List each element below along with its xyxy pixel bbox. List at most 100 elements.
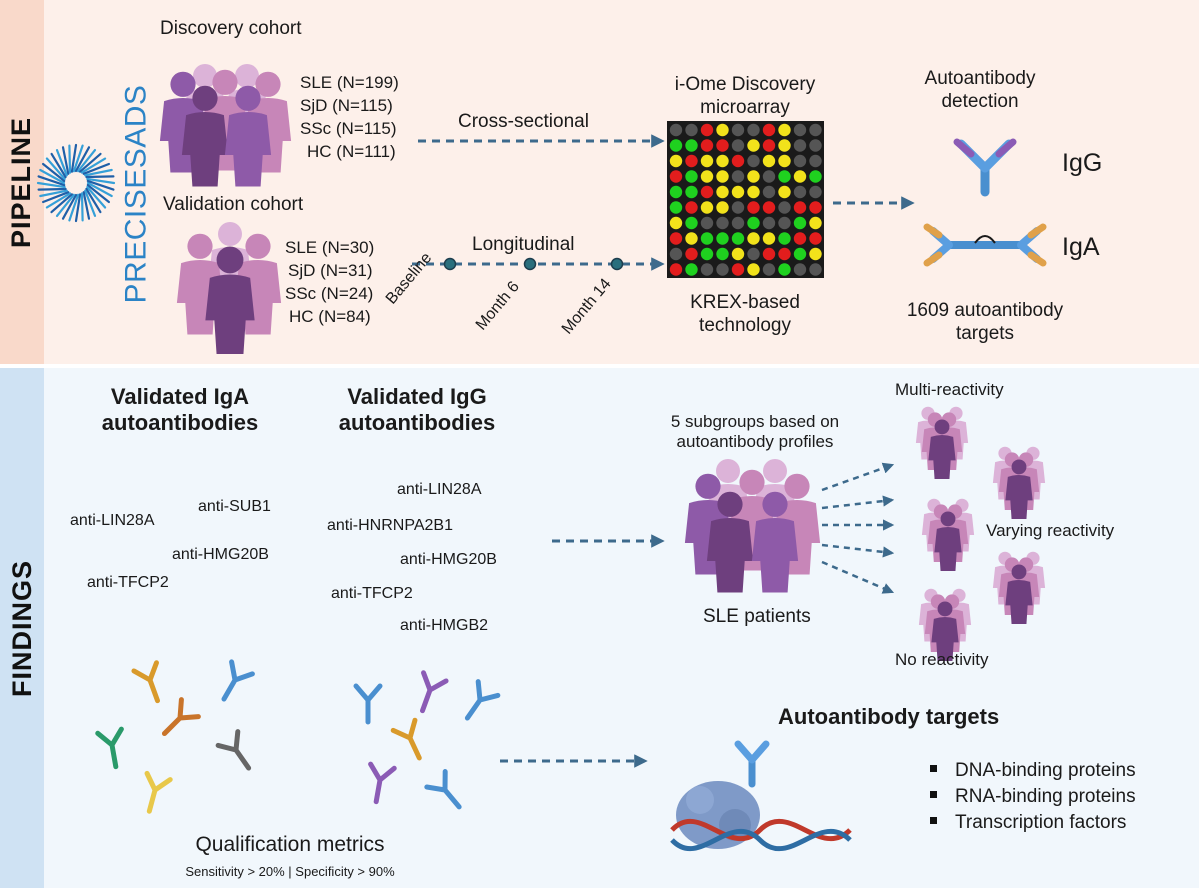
microarray-spot xyxy=(700,139,714,152)
microarray-spot xyxy=(716,170,729,183)
microarray-spot xyxy=(793,201,807,214)
microarray-spot xyxy=(700,216,714,230)
microarray-spot xyxy=(762,154,776,168)
target-item-dna: DNA-binding proteins xyxy=(930,760,1136,782)
microarray-spot xyxy=(747,154,760,168)
validation-group-sle: SLE (N=30) xyxy=(285,238,375,257)
iga-antibody-icon xyxy=(923,223,1047,267)
microarray-spot xyxy=(700,201,714,214)
cross-sectional-label: Cross-sectional xyxy=(458,111,589,132)
no-reactivity-label: No reactivity xyxy=(895,650,989,669)
microarray-spot xyxy=(731,185,745,199)
microarray-spot xyxy=(762,123,776,137)
microarray-spot xyxy=(716,247,729,261)
qualification-detail: Sensitivity > 20% | Specificity > 90% xyxy=(185,864,395,879)
microarray-spot xyxy=(669,123,683,137)
validation-group-ssc: SSc (N=24) xyxy=(285,284,374,303)
microarray-caption: KREX-based technology xyxy=(690,292,800,336)
microarray-spot xyxy=(809,201,822,214)
microarray-spot xyxy=(809,263,822,276)
microarray-spot xyxy=(716,123,729,137)
target-item-rna: RNA-binding proteins xyxy=(930,786,1136,808)
microarray-spot xyxy=(809,170,822,183)
discovery-cohort-title: Discovery cohort xyxy=(160,18,302,39)
discovery-group-sjd: SjD (N=115) xyxy=(300,96,393,115)
microarray-spot xyxy=(716,185,729,199)
discovery-group-ssc: SSc (N=115) xyxy=(300,119,397,138)
microarray-spot xyxy=(809,139,822,152)
discovery-group-sle: SLE (N=199) xyxy=(300,73,399,92)
validation-cohort-title: Validation cohort xyxy=(163,194,304,215)
iga-item: anti-LIN28A xyxy=(70,512,155,529)
microarray-spot xyxy=(685,232,698,245)
microarray-spot xyxy=(747,170,760,183)
microarray-spot xyxy=(809,123,822,137)
igg-item: anti-LIN28A xyxy=(397,481,482,498)
microarray-spot xyxy=(685,123,698,137)
microarray-spot xyxy=(809,216,822,230)
microarray-spot xyxy=(809,247,822,261)
microarray-spot xyxy=(700,232,714,245)
discovery-people-icon xyxy=(159,64,292,187)
microarray-spot xyxy=(778,185,791,199)
microarray-spot xyxy=(762,185,776,199)
igg-antibody-icon xyxy=(953,138,1017,197)
microarray-spot xyxy=(747,139,760,152)
validation-group-sjd: SjD (N=31) xyxy=(288,261,373,280)
microarray-spot xyxy=(669,185,683,199)
autoantibody-targets-title: Autoantibody targets xyxy=(778,704,1000,729)
target-item-tf: Transcription factors xyxy=(930,812,1126,834)
microarray-spot xyxy=(762,201,776,214)
microarray-spot xyxy=(669,232,683,245)
microarray-spot xyxy=(793,123,807,137)
microarray-spot xyxy=(685,170,698,183)
iga-item: anti-SUB1 xyxy=(198,498,271,515)
subgroup-1-icon xyxy=(916,407,968,479)
microarray-dots xyxy=(669,123,822,276)
microarray-spot xyxy=(778,123,791,137)
microarray-spot xyxy=(809,232,822,245)
discovery-group-hc: HC (N=111) xyxy=(307,142,396,161)
validation-people-icon xyxy=(176,222,282,354)
microarray-spot xyxy=(762,263,776,276)
microarray-spot xyxy=(778,139,791,152)
microarray-spot xyxy=(685,154,698,168)
month14-marker xyxy=(610,257,624,271)
microarray-spot xyxy=(778,201,791,214)
microarray-spot xyxy=(685,216,698,230)
microarray-spot xyxy=(716,232,729,245)
igg-item: anti-HNRNPA2B1 xyxy=(327,517,453,534)
microarray-spot xyxy=(685,201,698,214)
microarray-spot xyxy=(747,123,760,137)
multi-reactivity-label: Multi-reactivity xyxy=(895,380,1004,399)
microarray-spot xyxy=(685,185,698,199)
microarray-spot xyxy=(809,154,822,168)
microarray-spot xyxy=(762,232,776,245)
microarray-spot xyxy=(731,170,745,183)
microarray-spot xyxy=(793,170,807,183)
microarray-spot xyxy=(731,139,745,152)
microarray-spot xyxy=(731,123,745,137)
month6-marker xyxy=(523,257,537,271)
microarray-spot xyxy=(778,216,791,230)
microarray-spot xyxy=(762,216,776,230)
igg-item: anti-TFCP2 xyxy=(331,585,413,602)
microarray-spot xyxy=(793,216,807,230)
microarray-spot xyxy=(685,247,698,261)
subgroup-arrows xyxy=(821,462,895,594)
microarray-spot xyxy=(747,216,760,230)
microarray-spot xyxy=(747,232,760,245)
microarray-spot xyxy=(700,123,714,137)
targets-caption: 1609 autoantibody targets xyxy=(906,300,1064,344)
microarray-spot xyxy=(762,139,776,152)
iga-antibodies-scatter-icon xyxy=(98,662,259,814)
igg-item: anti-HMGB2 xyxy=(400,617,489,634)
microarray-spot xyxy=(716,154,729,168)
dna-protein-icon xyxy=(670,740,852,852)
microarray-spot xyxy=(731,232,745,245)
microarray-spot xyxy=(793,185,807,199)
microarray-spot xyxy=(669,201,683,214)
microarray-spot xyxy=(778,232,791,245)
microarray-spot xyxy=(685,139,698,152)
